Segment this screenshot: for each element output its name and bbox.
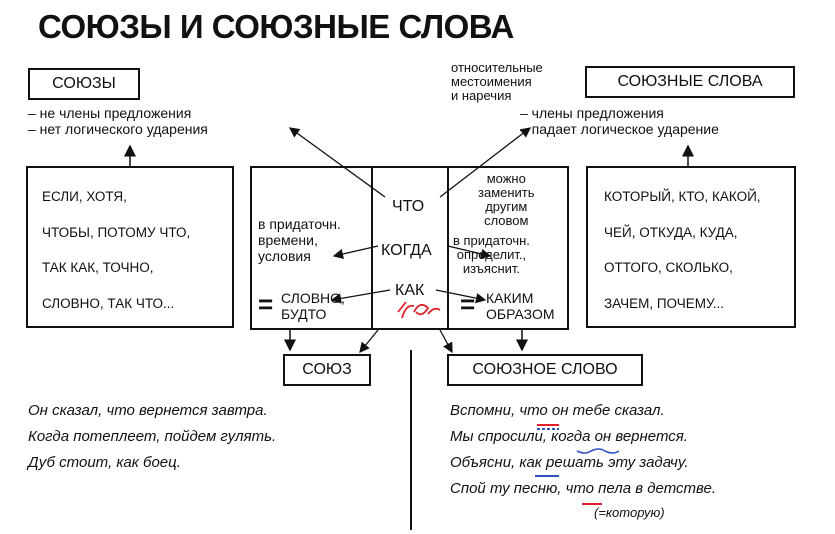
center-right-note1-3: другим: [485, 199, 528, 214]
left-equals: =: [258, 289, 274, 319]
example-left: Он сказал, что вернется завтра.: [28, 402, 268, 419]
right-eq-text: КАКИМ ОБРАЗОМ: [486, 290, 555, 322]
right-list-item: ЧЕЙ, ОТКУДА, КУДА,: [604, 224, 738, 240]
left-list-item: ЧТОБЫ, ПОТОМУ ЧТО,: [42, 224, 191, 240]
label-soyuznye-slova: СОЮЗНЫЕ СЛОВА: [585, 66, 795, 98]
left-list-item: ТАК КАК, ТОЧНО,: [42, 260, 154, 275]
example-note: (=которую): [594, 505, 665, 520]
example-left: Когда потеплеет, пойдем гулять.: [28, 428, 277, 445]
label-soyuznoe-slovo: СОЮЗНОЕ СЛОВО: [447, 354, 643, 386]
top-note-3: и наречия: [451, 88, 512, 103]
top-note-2: местоимения: [451, 74, 532, 89]
right-prop-1: – члены предложения: [520, 105, 664, 121]
arrow-center-right: [439, 329, 453, 354]
word-kak: КАК: [395, 282, 425, 299]
top-note: относительные местоимения и наречия: [451, 61, 543, 103]
top-note-1: относительные: [451, 60, 543, 75]
center-right-note2-3: изъяснит.: [462, 261, 521, 276]
center-left-note: в придаточн. времени, условия: [258, 216, 341, 264]
right-list-item: ОТТОГО, СКОЛЬКО,: [604, 260, 733, 275]
center-divider-right: [447, 166, 449, 330]
right-prop-2: – падает логическое ударение: [520, 121, 719, 137]
word-kogda: КОГДА: [381, 242, 432, 259]
left-eq-text-2: БУДТО: [281, 306, 327, 322]
right-list-box: КОТОРЫЙ, КТО, КАКОЙ, ЧЕЙ, ОТКУДА, КУДА, …: [586, 166, 796, 328]
arrow-center-left: [359, 329, 379, 354]
center-right-note2-1: в придаточн.: [453, 233, 530, 248]
center-right-note1-2: заменить: [478, 185, 535, 200]
center-right-note2: в придаточн. определит., изъяснит.: [453, 234, 530, 276]
right-props: – члены предложения – падает логическое …: [520, 105, 719, 137]
example-left: Дуб стоит, как боец.: [28, 454, 181, 471]
page-title: СОЮЗЫ И СОЮЗНЫЕ СЛОВА: [38, 8, 514, 45]
center-right-note1-4: словом: [484, 213, 529, 228]
example-right: Вспомни, что он тебе сказал.: [450, 402, 665, 419]
example-right: Спой ту песню, что пела в детстве.: [450, 480, 717, 497]
left-list-item: СЛОВНО, ТАК ЧТО...: [42, 295, 175, 311]
left-list-item: ЕСЛИ, ХОТЯ,: [42, 189, 127, 204]
example-right: Мы спросили, когда он вернется.: [450, 428, 688, 445]
word-chto: ЧТО: [392, 198, 425, 215]
left-prop-1: – не члены предложения: [28, 105, 192, 121]
center-right-note1-1: можно: [486, 171, 526, 186]
center-divider-left: [371, 166, 373, 330]
examples-left: Он сказал, что вернется завтра. Когда по…: [28, 398, 276, 476]
left-list-box: ЕСЛИ, ХОТЯ, ЧТОБЫ, ПОТОМУ ЧТО, ТАК КАК, …: [26, 166, 234, 328]
examples-right: Вспомни, что он тебе сказал. Мы спросили…: [450, 398, 716, 502]
center-left-note-2: времени,: [258, 232, 318, 248]
right-eq-text-2: ОБРАЗОМ: [486, 306, 555, 322]
center-left-note-1: в придаточн.: [258, 216, 341, 232]
right-list-item: ЗАЧЕМ, ПОЧЕМУ...: [604, 295, 725, 311]
example-right: Объясни, как решать эту задачу.: [450, 454, 689, 471]
right-eq-text-1: КАКИМ: [486, 290, 534, 306]
left-props: – не члены предложения – нет логического…: [28, 105, 208, 137]
label-soyuzy: СОЮЗЫ: [28, 68, 140, 100]
center-left-note-3: условия: [258, 248, 311, 264]
right-equals: =: [460, 289, 476, 319]
center-box: [250, 166, 569, 330]
left-eq-text: СЛОВНО, БУДТО: [281, 290, 345, 322]
right-list-item: КОТОРЫЙ, КТО, КАКОЙ,: [604, 189, 761, 204]
label-soyuz: СОЮЗ: [283, 354, 371, 386]
center-right-note1: можно заменить другим словом: [478, 172, 535, 228]
left-prop-2: – нет логического ударения: [28, 121, 208, 137]
center-right-note2-2: определит.,: [456, 247, 527, 262]
left-eq-text-1: СЛОВНО,: [281, 290, 345, 306]
